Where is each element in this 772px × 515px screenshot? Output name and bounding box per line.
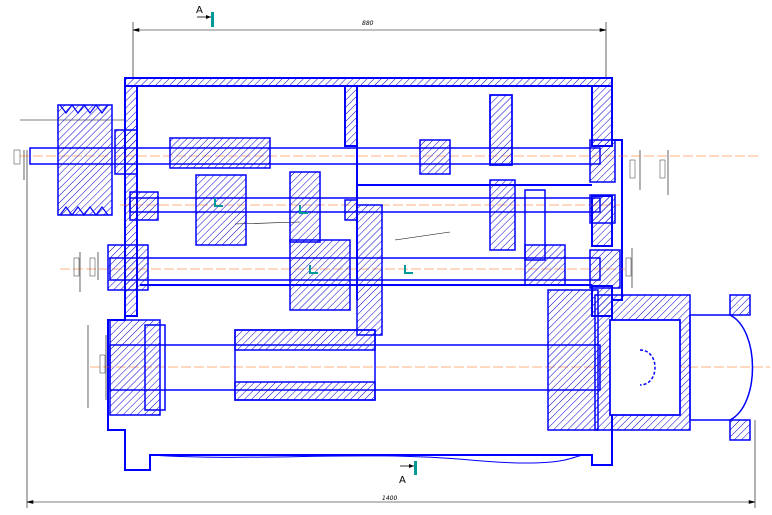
dimension-lines	[20, 22, 756, 508]
top-span-dimension: 880	[362, 20, 374, 27]
intermediate-shaft-1	[120, 171, 620, 261]
input-shaft	[20, 94, 760, 216]
section-marker-top: A	[196, 5, 214, 27]
overall-span-dimension: 1400	[382, 495, 397, 502]
intermediate-shaft-2	[60, 204, 625, 336]
section-marker-bottom: A	[399, 461, 417, 486]
v-belt-pulley	[57, 104, 113, 216]
section-letter-top: A	[196, 5, 203, 16]
section-letter-bottom: A	[399, 475, 406, 486]
diameter-marks	[13, 149, 666, 374]
output-shaft	[90, 289, 770, 441]
